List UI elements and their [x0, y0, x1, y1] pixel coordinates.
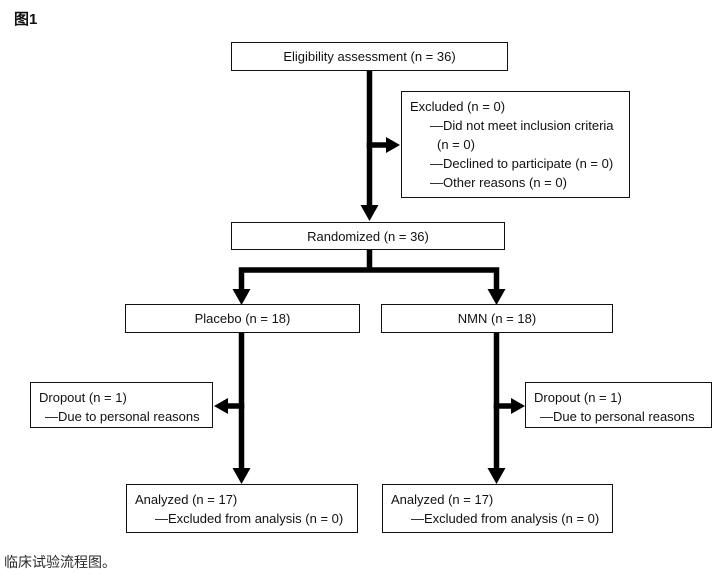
excluded-line: (n = 0) — [437, 137, 475, 152]
analyzed-line: —Excluded from analysis (n = 0) — [411, 511, 600, 526]
analyzed-line: Analyzed (n = 17) — [391, 492, 494, 507]
randomized-label: Randomized (n = 36) — [307, 228, 429, 244]
excluded-box: Excluded (n = 0) —Did not meet inclusion… — [401, 91, 630, 198]
figure-caption: 临床试验流程图。 — [4, 554, 116, 570]
arrowhead-down-analyzed-right — [487, 468, 506, 484]
arrowhead-down-analyzed-left — [232, 468, 251, 484]
nmn-box: NMN (n = 18) — [381, 304, 613, 333]
excluded-line: —Did not meet inclusion criteria — [430, 118, 614, 133]
arrowhead-down-randomized — [360, 205, 379, 221]
analyzed-line: —Excluded from analysis (n = 0) — [155, 511, 344, 526]
arrowhead-down-placebo — [232, 289, 251, 305]
dropout-line: —Due to personal reasons — [540, 409, 695, 424]
arrowhead-down-nmn — [487, 289, 506, 305]
dropout-right-box: Dropout (n = 1) —Due to personal reasons — [525, 382, 712, 428]
dropout-line: Dropout (n = 1) — [39, 390, 127, 405]
dropout-line: —Due to personal reasons — [45, 409, 200, 424]
arrowhead-left-dropout — [214, 398, 228, 414]
arrow-randomized-split — [238, 247, 500, 294]
nmn-label: NMN (n = 18) — [457, 311, 537, 326]
dropout-line: Dropout (n = 1) — [534, 390, 622, 405]
figure-label: 图1 — [14, 11, 38, 28]
analyzed-line: Analyzed (n = 17) — [135, 492, 238, 507]
placebo-label: Placebo (n = 18) — [194, 311, 291, 326]
placebo-box: Placebo (n = 18) — [125, 304, 360, 333]
dropout-left-box: Dropout (n = 1) —Due to personal reasons — [30, 382, 213, 428]
randomized-box: Randomized (n = 36) — [231, 222, 505, 250]
excluded-line: —Other reasons (n = 0) — [430, 175, 567, 190]
eligibility-label: Eligibility assessment (n = 36) — [283, 49, 456, 64]
eligibility-box: Eligibility assessment (n = 36) — [231, 42, 508, 71]
arrowhead-right-excluded — [386, 137, 400, 153]
analyzed-left-box: Analyzed (n = 17) —Excluded from analysi… — [126, 484, 358, 533]
arrowhead-right-dropout — [511, 398, 525, 414]
analyzed-right-box: Analyzed (n = 17) —Excluded from analysi… — [382, 484, 613, 533]
excluded-line: Excluded (n = 0) — [410, 99, 506, 114]
excluded-line: —Declined to participate (n = 0) — [430, 156, 614, 171]
